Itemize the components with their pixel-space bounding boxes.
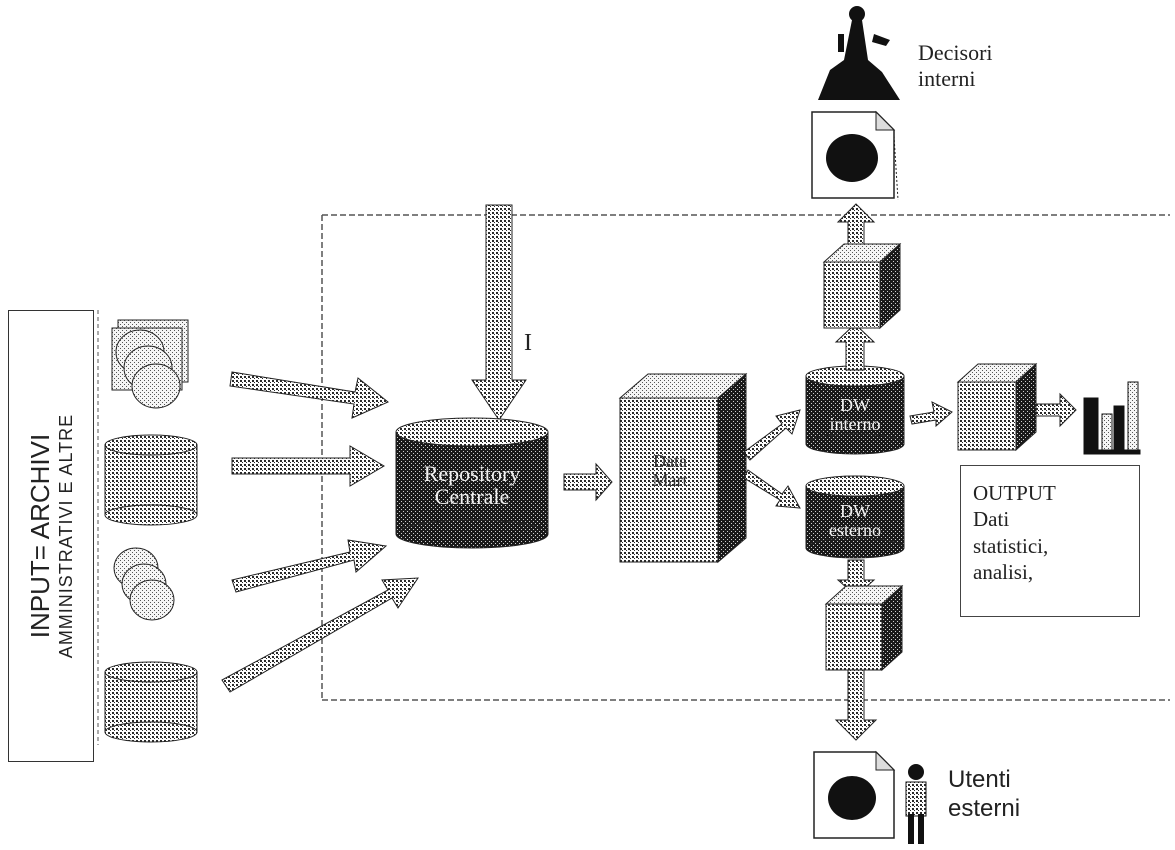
document-icon <box>814 752 894 838</box>
cylinder-icon <box>105 435 197 525</box>
small-mark: I <box>524 330 532 356</box>
dw-external-label: DW esterno <box>808 502 902 540</box>
repository-label: Repository Centrale <box>398 462 546 508</box>
input-label-group: INPUT= ARCHIVI AMMINISTRATIVI E ALTRE <box>25 316 77 756</box>
cube-icon <box>824 244 900 328</box>
arrow-icon <box>222 578 418 692</box>
arrow-icon <box>230 372 388 418</box>
internal-users-label: Decisori interni <box>918 40 993 93</box>
arrow-icon <box>744 410 800 460</box>
person-icon <box>906 764 926 844</box>
document-icon <box>812 112 898 200</box>
arrow-icon <box>910 402 952 426</box>
cube-icon <box>826 586 902 670</box>
arrow-icon <box>838 204 874 244</box>
input-label: INPUT= ARCHIVI <box>25 316 56 756</box>
output-box: OUTPUT Dati statistici, analisi, <box>960 465 1140 617</box>
external-users-label: Utenti esterni <box>948 766 1020 824</box>
arrow-icon <box>744 470 800 508</box>
arrow-icon <box>472 205 526 420</box>
cube-icon <box>958 364 1036 450</box>
cylinder-icon <box>105 662 197 742</box>
input-sublabel: AMMINISTRATIVI E ALTRE <box>56 316 77 756</box>
disk-stack-icon <box>112 320 188 408</box>
arrow-icon <box>836 324 874 370</box>
disk-stack-icon <box>114 548 174 620</box>
arrow-icon <box>1036 394 1076 426</box>
arrow-icon <box>836 670 876 740</box>
people-icon <box>818 6 900 100</box>
arrow-icon <box>564 464 612 500</box>
data-mart-label: Data Mart <box>624 452 716 490</box>
output-label: OUTPUT Dati statistici, analisi, <box>973 480 1056 585</box>
bar-chart-icon <box>1084 382 1140 454</box>
arrow-icon <box>232 540 386 592</box>
input-archives-box: INPUT= ARCHIVI AMMINISTRATIVI E ALTRE <box>8 310 94 762</box>
arrow-icon <box>232 446 384 486</box>
dw-internal-label: DW interno <box>808 396 902 434</box>
